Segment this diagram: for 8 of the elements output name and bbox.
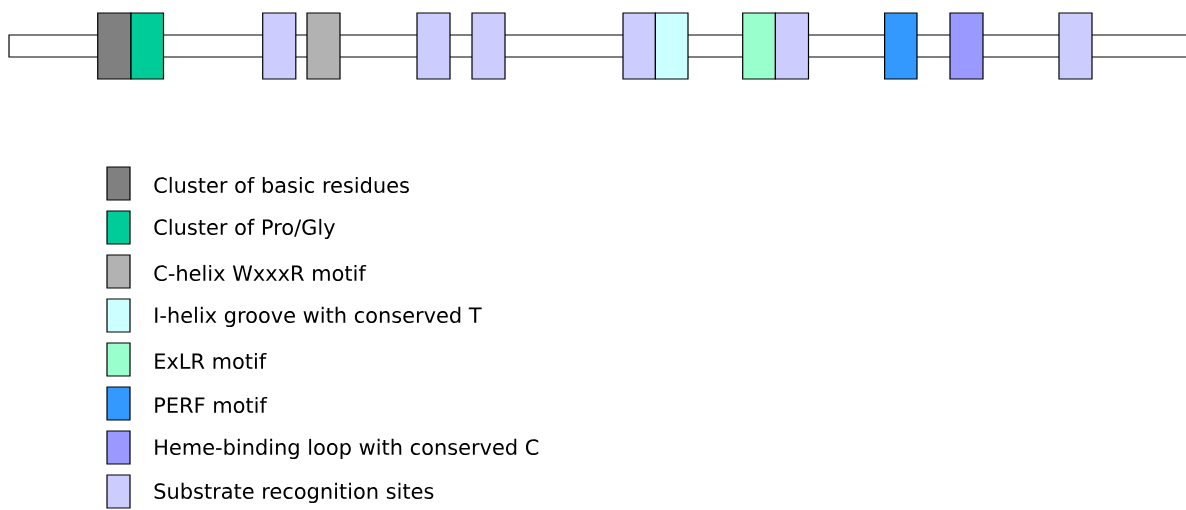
legend-label: Cluster of basic residues: [154, 176, 409, 194]
legend-label: Heme-binding loop with conserved C: [155, 438, 539, 460]
legend-label: ExLR motif: [155, 352, 267, 370]
legend-label: Substrate recognition sites: [154, 482, 434, 504]
legend-label: C-helix WxxxR motif: [154, 264, 367, 282]
legend-label: I-helix groove with conserved T: [155, 306, 482, 328]
legend-label: PERF motif: [155, 396, 268, 414]
legend-label: Cluster of Pro/Gly: [154, 218, 335, 240]
